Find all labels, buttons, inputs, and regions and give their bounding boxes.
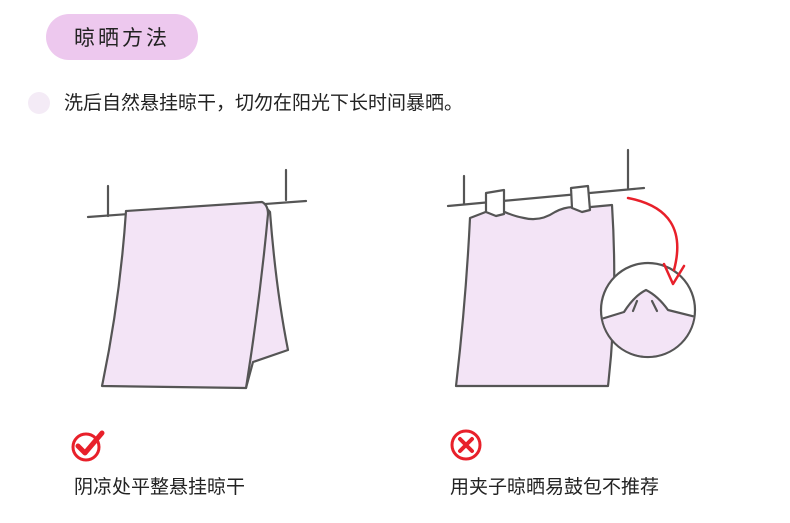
check-icon bbox=[71, 430, 105, 462]
clip-hang-illustration bbox=[446, 148, 646, 388]
section-title: 晾晒方法 bbox=[74, 26, 170, 50]
title-pill: 晾晒方法 bbox=[46, 14, 198, 60]
pointer-arrow bbox=[626, 196, 686, 286]
instruction-text: 洗后自然悬挂晾干，切勿在阳光下长时间暴晒。 bbox=[64, 92, 464, 114]
cross-icon bbox=[450, 429, 482, 461]
caption-recommended: 阴凉处平整悬挂晾干 bbox=[74, 476, 246, 498]
flat-hang-illustration bbox=[86, 168, 308, 390]
caption-not-recommended: 用夹子晾晒易鼓包不推荐 bbox=[450, 476, 660, 498]
bump-magnifier bbox=[599, 261, 697, 359]
instruction-bullet bbox=[28, 92, 50, 114]
